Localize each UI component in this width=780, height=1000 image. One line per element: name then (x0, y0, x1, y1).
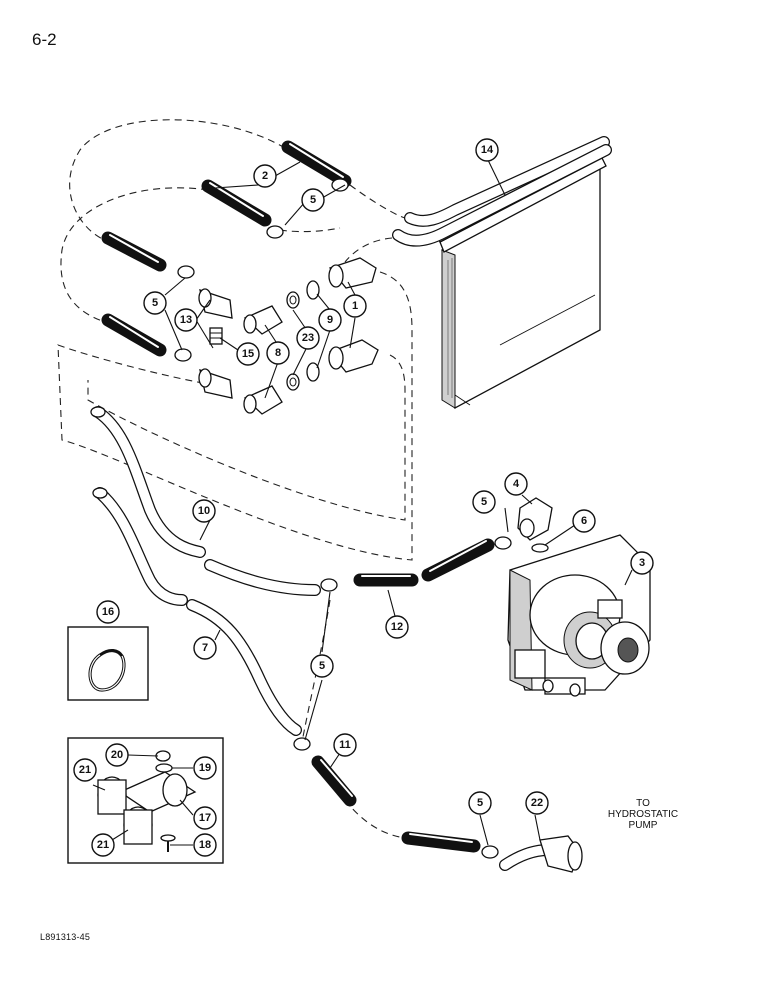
callout-5a: 5 (301, 188, 325, 212)
callout-17: 17 (193, 806, 217, 830)
svg-text:17: 17 (199, 812, 211, 824)
callout-16: 16 (96, 600, 120, 624)
svg-text:15: 15 (242, 348, 254, 360)
svg-text:16: 16 (102, 606, 114, 618)
black-hoses (101, 140, 495, 853)
note-line-1: TO (636, 798, 650, 809)
callout-1: 1 (343, 294, 367, 318)
svg-text:9: 9 (327, 314, 333, 326)
svg-text:5: 5 (477, 797, 483, 809)
callout-22: 22 (525, 791, 549, 815)
svg-text:3: 3 (639, 557, 645, 569)
hose-clamps (174, 178, 512, 859)
callout-12: 12 (385, 615, 409, 639)
callout-5c: 5 (472, 490, 496, 514)
pump-fittings (517, 497, 553, 553)
callout-20: 20 (105, 743, 129, 767)
callout-2: 2 (253, 164, 277, 188)
svg-text:12: 12 (391, 621, 403, 633)
callout-14: 14 (475, 138, 499, 162)
callout-10: 10 (192, 499, 216, 523)
figure-code: L891313-45 (40, 932, 91, 942)
callout-21a: 21 (73, 758, 97, 782)
svg-text:11: 11 (339, 739, 351, 751)
svg-text:4: 4 (513, 478, 520, 490)
svg-text:14: 14 (481, 144, 494, 156)
svg-text:7: 7 (202, 642, 208, 654)
callout-3: 3 (630, 551, 654, 575)
note-line-2: HYDROSTATIC (607, 809, 679, 820)
note-line-3: PUMP (628, 820, 658, 831)
steel-tubes (90, 406, 321, 736)
callout-5b: 5 (143, 291, 167, 315)
callout-15: 15 (236, 342, 260, 366)
callout-19: 19 (193, 756, 217, 780)
callout-11: 11 (333, 733, 357, 757)
callout-21b: 21 (91, 833, 115, 857)
svg-text:1: 1 (352, 300, 358, 312)
svg-text:21: 21 (79, 764, 91, 776)
svg-text:5: 5 (310, 194, 316, 206)
svg-text:23: 23 (302, 332, 314, 344)
hydrostatic-pump (507, 534, 651, 697)
svg-text:5: 5 (319, 660, 325, 672)
svg-text:22: 22 (531, 797, 543, 809)
svg-text:20: 20 (111, 749, 123, 761)
callout-4: 4 (504, 472, 528, 496)
outlet-elbow (499, 835, 583, 873)
callout-5d: 5 (310, 654, 334, 678)
svg-text:5: 5 (481, 496, 487, 508)
callout-6: 6 (572, 509, 596, 533)
routing-lines (57, 119, 413, 839)
svg-text:8: 8 (275, 347, 281, 359)
fittings (198, 257, 379, 415)
svg-text:6: 6 (581, 515, 587, 527)
callout-7: 7 (193, 636, 217, 660)
svg-text:19: 19 (199, 762, 211, 774)
callout-5e: 5 (468, 791, 492, 815)
callout-23: 23 (296, 326, 320, 350)
svg-text:13: 13 (180, 314, 192, 326)
callout-13: 13 (174, 308, 198, 332)
svg-text:21: 21 (97, 839, 109, 851)
svg-text:2: 2 (262, 170, 268, 182)
svg-text:5: 5 (152, 297, 158, 309)
callout-8: 8 (266, 341, 290, 365)
svg-text:10: 10 (198, 505, 210, 517)
destination-note: TO HYDROSTATIC PUMP (598, 798, 688, 831)
callout-9: 9 (318, 308, 342, 332)
callout-18: 18 (193, 833, 217, 857)
svg-text:18: 18 (199, 839, 211, 851)
page-number: 6-2 (32, 30, 57, 49)
oil-cooler (392, 136, 612, 410)
inset-clamp-16 (67, 626, 149, 701)
